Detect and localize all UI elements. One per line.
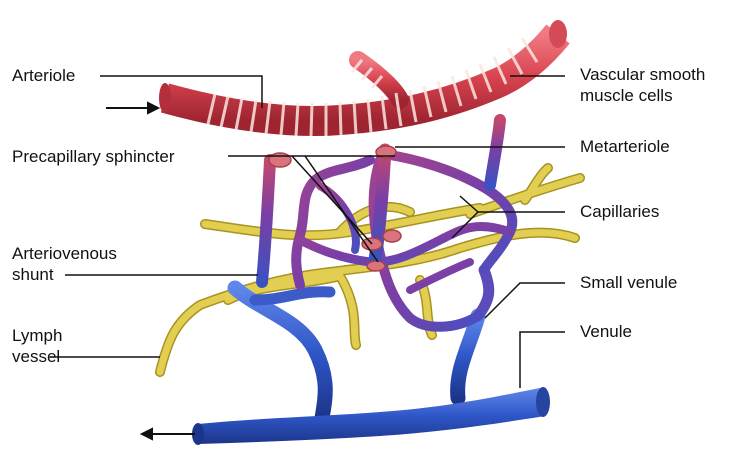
venule-network <box>235 270 489 418</box>
label-lymph-vessel: Lymph vessel <box>12 325 62 367</box>
label-capillaries: Capillaries <box>580 201 659 222</box>
label-arteriovenous-shunt: Arteriovenous shunt <box>12 243 117 285</box>
label-lymph-vessel-line2: vessel <box>12 346 62 367</box>
leader-venule <box>520 332 565 388</box>
label-arteriovenous-shunt-line1: Arteriovenous <box>12 243 117 264</box>
inflow-arrow-head <box>148 103 158 113</box>
outflow-arrow-head <box>142 429 152 439</box>
label-arteriovenous-shunt-line2: shunt <box>12 264 117 285</box>
label-vascular-smooth-muscle-cells: Vascular smooth muscle cells <box>580 64 705 106</box>
label-lymph-vessel-line1: Lymph <box>12 325 62 346</box>
main-venule <box>192 387 550 445</box>
label-metarteriole: Metarteriole <box>580 136 670 157</box>
label-venule: Venule <box>580 321 632 342</box>
label-vascular-smooth-muscle-cells-line2: muscle cells <box>580 85 705 106</box>
label-small-venule: Small venule <box>580 272 677 293</box>
label-precapillary-sphincter: Precapillary sphincter <box>12 146 175 167</box>
label-arteriole: Arteriole <box>12 65 75 86</box>
leader-small-venule <box>485 283 565 318</box>
label-vascular-smooth-muscle-cells-line1: Vascular smooth <box>580 64 705 85</box>
